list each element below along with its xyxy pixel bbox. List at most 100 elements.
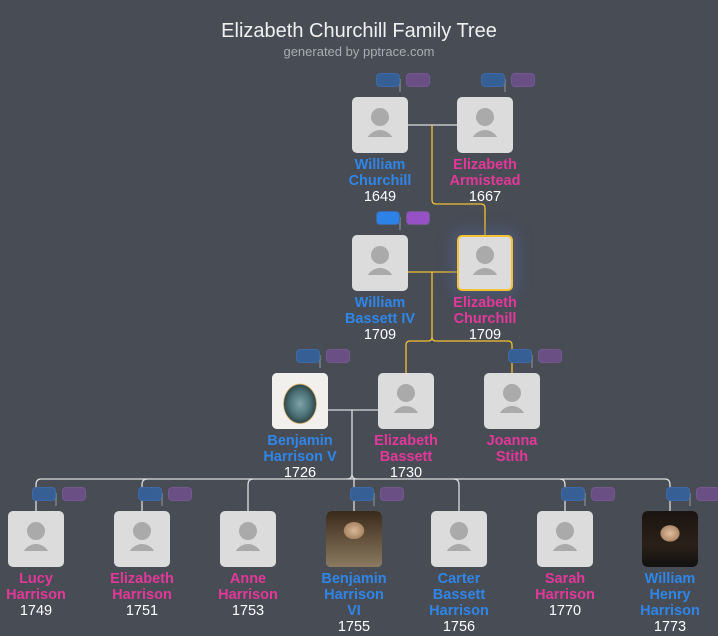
name-line: Churchill (453, 311, 517, 327)
mother-link-button[interactable] (406, 211, 430, 225)
father-link-button[interactable] (376, 73, 400, 87)
father-link-button[interactable] (32, 487, 56, 501)
connector-line (453, 478, 460, 511)
mother-link-button[interactable] (591, 487, 615, 501)
name-line: Harrison (640, 603, 700, 619)
person-card[interactable] (114, 511, 170, 567)
father-link-button[interactable] (138, 487, 162, 501)
person-placeholder-icon (450, 522, 468, 540)
name-line: William (644, 571, 696, 587)
mother-link-button[interactable] (511, 73, 535, 87)
person-card[interactable] (378, 373, 434, 429)
connector-line (247, 478, 254, 511)
person-placeholder-icon (366, 130, 394, 137)
birth-year: 1753 (231, 603, 265, 619)
name-line: Bassett (379, 449, 433, 465)
mother-link-button[interactable] (62, 487, 86, 501)
name-line: Anne (229, 571, 267, 587)
portrait-photo (272, 373, 328, 429)
person-card[interactable] (220, 511, 276, 567)
birth-year: 1751 (125, 603, 159, 619)
name-line: Harrison (6, 587, 66, 603)
person-card[interactable] (272, 373, 328, 429)
father-link-button[interactable] (296, 349, 320, 363)
father-link-button[interactable] (376, 211, 400, 225)
person-placeholder-icon (551, 544, 579, 551)
name-line: VI (347, 603, 361, 619)
person-card[interactable] (431, 511, 487, 567)
person-card[interactable] (642, 511, 698, 567)
page-title: Elizabeth Churchill Family Tree (221, 20, 497, 42)
person-placeholder-icon (476, 108, 494, 126)
father-link-button[interactable] (350, 487, 374, 501)
connector-line (35, 478, 42, 511)
name-line: Harrison V (263, 449, 337, 465)
mother-link-button[interactable] (380, 487, 404, 501)
person-placeholder-icon (234, 544, 262, 551)
birth-year: 1755 (337, 619, 371, 635)
person-card[interactable] (352, 235, 408, 291)
person-placeholder-icon (239, 522, 257, 540)
birth-year: 1649 (363, 189, 397, 205)
mother-link-button[interactable] (326, 349, 350, 363)
page-subtitle: generated by pptrace.com (283, 44, 435, 59)
connector-line (559, 478, 566, 511)
person-card[interactable] (484, 373, 540, 429)
birth-year: 1749 (19, 603, 53, 619)
name-line: Harrison (218, 587, 278, 603)
name-line: Benjamin (267, 433, 333, 449)
portrait-photo (642, 511, 698, 567)
person-placeholder-icon (392, 406, 420, 413)
name-line: Stith (495, 449, 529, 465)
name-line: Armistead (449, 173, 521, 189)
connector-line (405, 272, 513, 373)
father-link-button[interactable] (561, 487, 585, 501)
father-link-button[interactable] (481, 73, 505, 87)
birth-year: 1667 (468, 189, 502, 205)
name-line: Henry (649, 587, 691, 603)
person-card[interactable] (326, 511, 382, 567)
person-card[interactable] (352, 97, 408, 153)
person-placeholder-icon (471, 268, 499, 275)
person-placeholder-icon (445, 544, 473, 551)
mother-link-button[interactable] (696, 487, 718, 501)
father-link-button[interactable] (666, 487, 690, 501)
person-placeholder-icon (128, 544, 156, 551)
person-card[interactable] (457, 97, 513, 153)
name-line: Lucy (19, 571, 53, 587)
person-card[interactable] (8, 511, 64, 567)
person-placeholder-icon (371, 246, 389, 264)
name-line: Bassett IV (344, 311, 416, 327)
birth-year: 1726 (283, 465, 317, 481)
person-card[interactable] (537, 511, 593, 567)
person-placeholder-icon (22, 544, 50, 551)
person-card[interactable] (457, 235, 513, 291)
name-line: Bassett (432, 587, 486, 603)
birth-year: 1730 (389, 465, 423, 481)
mother-link-button[interactable] (168, 487, 192, 501)
mother-link-button[interactable] (406, 73, 430, 87)
birth-year: 1770 (548, 603, 582, 619)
connector-line (431, 125, 486, 235)
mother-link-button[interactable] (538, 349, 562, 363)
father-link-button[interactable] (508, 349, 532, 363)
birth-year: 1709 (363, 327, 397, 343)
person-placeholder-icon (27, 522, 45, 540)
name-line: Joanna (486, 433, 538, 449)
person-placeholder-icon (503, 384, 521, 402)
